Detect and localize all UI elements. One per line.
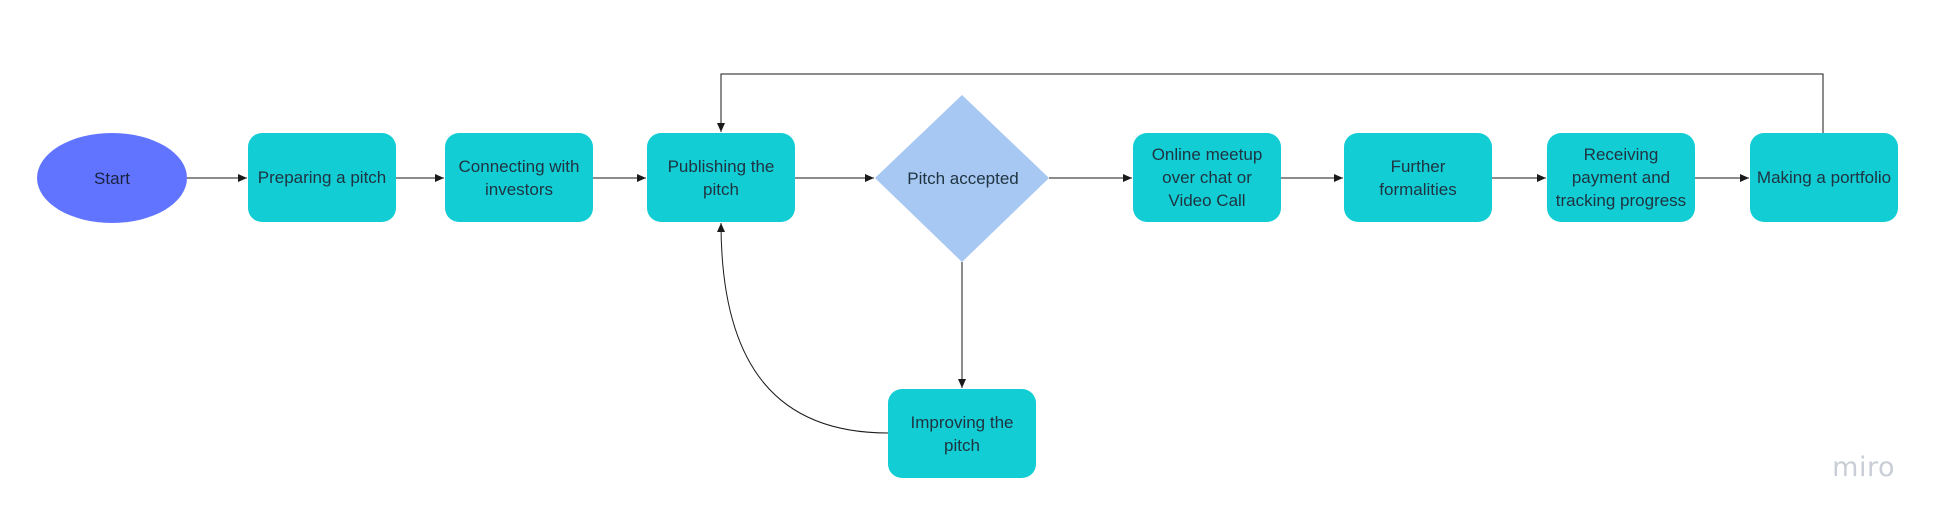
connector-improving-to-publishing [717,222,889,434]
connecting-investors-node[interactable]: Connecting with investors [445,133,593,222]
preparing-pitch-node[interactable]: Preparing a pitch [248,133,396,222]
start-node[interactable]: Start [37,133,187,223]
connector-portfolio-loop-to-publishing [717,73,1824,133]
miro-logo: miro [1832,452,1895,483]
online-meetup-node[interactable]: Online meetup over chat or Video Call [1133,133,1281,222]
improving-pitch-node[interactable]: Improving the pitch [888,389,1036,478]
publishing-pitch-node[interactable]: Publishing the pitch [647,133,795,222]
further-formalities-node[interactable]: Further formalities [1344,133,1492,222]
decision-label: Pitch accepted [907,168,1019,188]
making-portfolio-node[interactable]: Making a portfolio [1750,133,1898,222]
receiving-payment-node[interactable]: Receiving payment and tracking progress [1547,133,1695,222]
decision-diamond[interactable] [875,95,1049,262]
